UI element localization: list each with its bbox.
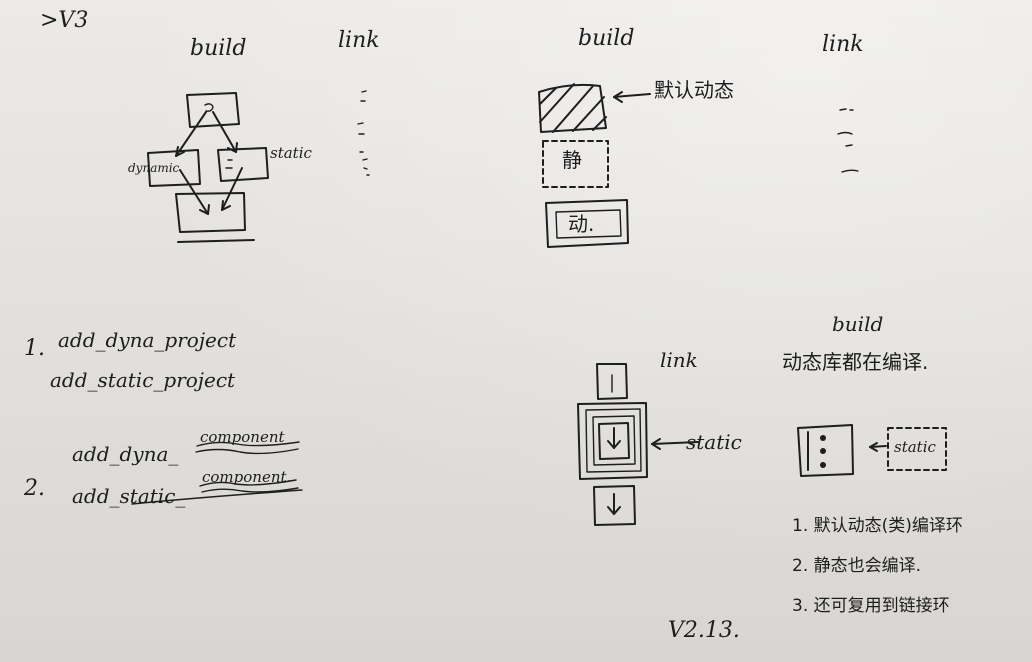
q4-static-arrow <box>869 445 887 448</box>
q3-outer-box <box>577 402 648 480</box>
q4-point-3: 3. 还可复用到链接环 <box>792 596 950 616</box>
list2-struck-1: component <box>200 428 285 446</box>
q2-dynamic-box <box>545 199 629 248</box>
list2-line-2: add_static_ <box>72 484 186 508</box>
q1-link-dots <box>357 90 370 176</box>
q1-link-label: link <box>338 28 380 53</box>
q4-build-boxes <box>797 424 947 477</box>
q2-default-note: 默认动态 <box>654 78 734 102</box>
q3-top-box <box>596 363 628 400</box>
q2-link-dashes <box>837 108 859 173</box>
footer-version-tag: V2.13. <box>668 618 740 643</box>
list2-struck-2: component. <box>202 468 292 486</box>
list2-line-1: add_dyna_ <box>72 442 179 466</box>
q2-static-box <box>542 140 609 188</box>
q1-arrow-left <box>175 111 207 157</box>
q1-bottom-box <box>175 192 246 233</box>
q1-arrow-right <box>212 111 237 153</box>
q1-arrow-down-right <box>221 167 243 211</box>
q4-static-box <box>887 427 947 471</box>
q1-dynamic-label: dynamic <box>128 161 180 175</box>
q2-hatched-box <box>538 83 607 133</box>
q3-static-label: static <box>686 430 742 454</box>
q4-point-2: 2. 静态也会编译. <box>792 556 922 576</box>
q4-static-label: static <box>894 438 936 456</box>
q3-bottom-box <box>593 485 636 526</box>
q1-build-diagram <box>147 92 269 243</box>
q1-left-box <box>147 149 201 187</box>
q4-point-1: 1. 默认动态(类)编译环 <box>792 516 963 536</box>
q2-link-label: link <box>822 32 864 57</box>
q1-build-label: build <box>190 36 247 61</box>
q2-static-box-label: 静 <box>562 148 582 172</box>
q4-dynamic-box <box>797 424 854 477</box>
q3-link-label: link <box>660 348 698 372</box>
q1-top-box <box>186 92 240 128</box>
q4-note: 动态库都在编译. <box>782 350 929 374</box>
q2-build-label: build <box>578 26 635 51</box>
q1-arrow-down-left <box>179 169 209 215</box>
list1-number: 1. <box>24 336 45 361</box>
version-tag: >V3 <box>40 8 89 33</box>
q2-note-arrow <box>613 93 651 98</box>
q2-dynamic-box-label: 动. <box>568 212 595 236</box>
list1-line-1: add_dyna_project <box>58 328 237 352</box>
q1-static-label: static <box>270 144 312 162</box>
q2-build-stack <box>538 83 651 248</box>
list2-scribbles <box>131 441 303 505</box>
q4-build-label: build <box>832 312 884 336</box>
q3-link-diagram <box>577 363 699 526</box>
list2-number: 2. <box>24 476 45 501</box>
q3-static-arrow <box>651 441 699 445</box>
list1-line-2: add_static_project <box>50 368 236 392</box>
q1-right-box <box>217 147 269 182</box>
